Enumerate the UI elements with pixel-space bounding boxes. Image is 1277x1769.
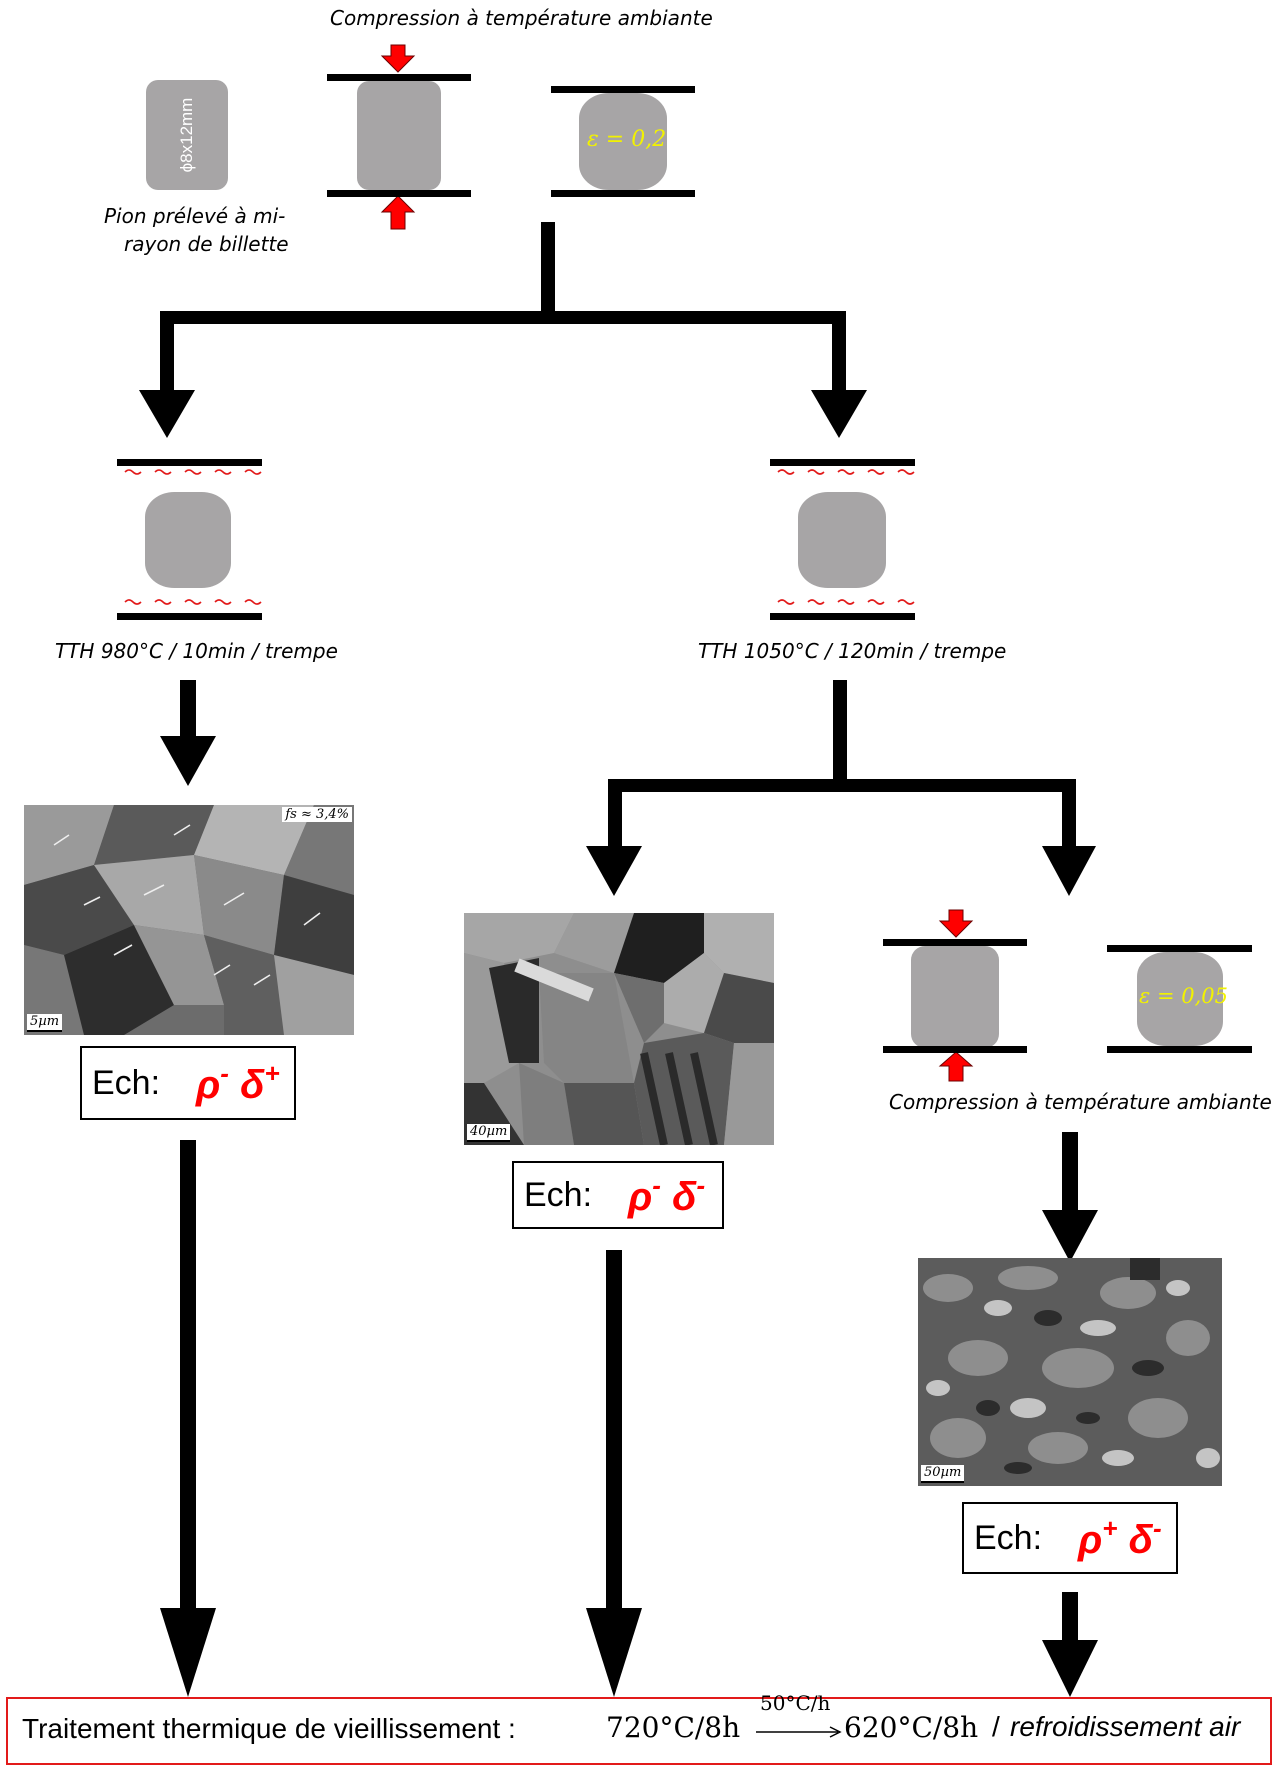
micrograph-right-texture bbox=[923, 1258, 1220, 1474]
ech-label-mid: Ech: bbox=[524, 1175, 593, 1214]
arrow-head-left-3 bbox=[160, 1608, 216, 1697]
arrow-head-left-2 bbox=[160, 736, 216, 786]
compress-arrow-down-1 bbox=[380, 44, 416, 73]
sample-label-box-mid: Ech: ρ- δ- bbox=[512, 1161, 724, 1229]
furnace-plate-bottom-left bbox=[117, 613, 262, 620]
press-plate-bottom-1 bbox=[327, 190, 471, 197]
press-plate-bottom-2 bbox=[551, 190, 695, 197]
heat-waves bbox=[124, 469, 915, 605]
micrograph-left-grains bbox=[24, 805, 354, 1035]
arrow-head-left-1 bbox=[139, 390, 195, 438]
aging-step-1: 720°C/8h bbox=[606, 1711, 741, 1744]
arrow-head-mid bbox=[586, 846, 642, 896]
ech-symbols-right: ρ+ δ- bbox=[1078, 1513, 1162, 1562]
aging-step-2: 620°C/8h bbox=[844, 1711, 979, 1744]
arrow-head-mid-2 bbox=[586, 1608, 642, 1697]
sample-caption-1: Pion prélevé à mi- bbox=[104, 204, 286, 228]
furnace-plate-bottom-right bbox=[770, 613, 915, 620]
press-plate-top-4 bbox=[1107, 945, 1252, 952]
compressed-sample-2: ε = 0,05 bbox=[1137, 952, 1228, 1046]
compress-arrow-up-2 bbox=[938, 1051, 974, 1082]
sample-under-compression-2 bbox=[911, 946, 999, 1048]
press-plate-top-3 bbox=[883, 939, 1027, 946]
compressed-sample: ε = 0,2 bbox=[579, 93, 667, 190]
tth-left-label: TTH 980°C / 10min / trempe bbox=[55, 639, 338, 663]
press-plate-bottom-3 bbox=[883, 1046, 1027, 1053]
sample-label-box-left: Ech: ρ- δ+ bbox=[80, 1046, 296, 1120]
strain-label-2: ε = 0,05 bbox=[1139, 984, 1228, 1008]
aging-treatment-box: Traitement thermique de vieillissement :… bbox=[6, 1691, 1272, 1765]
tth-right-label: TTH 1050°C / 120min / trempe bbox=[698, 639, 1007, 663]
initial-sample: ϕ8x12mm bbox=[146, 80, 228, 190]
aging-final-step: refroidissement air bbox=[1010, 1711, 1241, 1742]
press-plate-top-2 bbox=[551, 86, 695, 93]
sample-dim-label: ϕ8x12mm bbox=[177, 97, 196, 173]
arrow-head-right-2 bbox=[1042, 846, 1096, 896]
press-plate-bottom-4 bbox=[1107, 1046, 1252, 1053]
heat-treated-sample-left bbox=[145, 492, 231, 588]
micrograph-right: 50µm bbox=[918, 1258, 1222, 1486]
ech-symbols-left: ρ- δ+ bbox=[196, 1058, 280, 1107]
ech-symbols-mid: ρ- δ- bbox=[628, 1170, 706, 1219]
cooling-rate-label: 50°C/h bbox=[760, 1691, 831, 1715]
micrograph-mid-grains bbox=[464, 913, 774, 1145]
press-plate-top-1 bbox=[327, 74, 471, 81]
scale-bar-right: 50µm bbox=[921, 1465, 965, 1483]
scale-bar-mid: 40µm bbox=[467, 1124, 511, 1142]
furnace-plate-top-left bbox=[117, 459, 262, 466]
micrograph-mid: 40µm bbox=[464, 913, 774, 1145]
compress-arrow-down-2 bbox=[938, 909, 974, 938]
aging-separator: / bbox=[992, 1711, 1000, 1742]
compression-title: Compression à température ambiante bbox=[330, 6, 713, 30]
arrow-head-right-1 bbox=[811, 390, 867, 438]
ech-label-left: Ech: bbox=[92, 1063, 161, 1102]
micrograph-left: fs ≈ 3,4% 5µm bbox=[24, 805, 354, 1035]
compression-caption-right: Compression à température ambiante bbox=[889, 1090, 1272, 1114]
sample-under-compression bbox=[357, 81, 441, 190]
compress-arrow-up-1 bbox=[380, 195, 416, 230]
scale-bar-left: 5µm bbox=[27, 1014, 63, 1032]
ech-label-right: Ech: bbox=[974, 1518, 1043, 1557]
sample-label-box-right: Ech: ρ+ δ- bbox=[962, 1502, 1178, 1574]
phase-fraction-label: fs ≈ 3,4% bbox=[282, 807, 352, 822]
arrow-head-right-3 bbox=[1042, 1210, 1098, 1262]
furnace-plate-top-right bbox=[770, 459, 915, 466]
heat-treated-sample-right bbox=[798, 492, 886, 588]
sample-caption-2: rayon de billette bbox=[124, 232, 289, 256]
arrow-head-right-4 bbox=[1042, 1640, 1098, 1697]
strain-label-1: ε = 0,2 bbox=[587, 127, 667, 152]
aging-label: Traitement thermique de vieillissement : bbox=[22, 1713, 516, 1744]
rate-arrow bbox=[756, 1726, 842, 1738]
